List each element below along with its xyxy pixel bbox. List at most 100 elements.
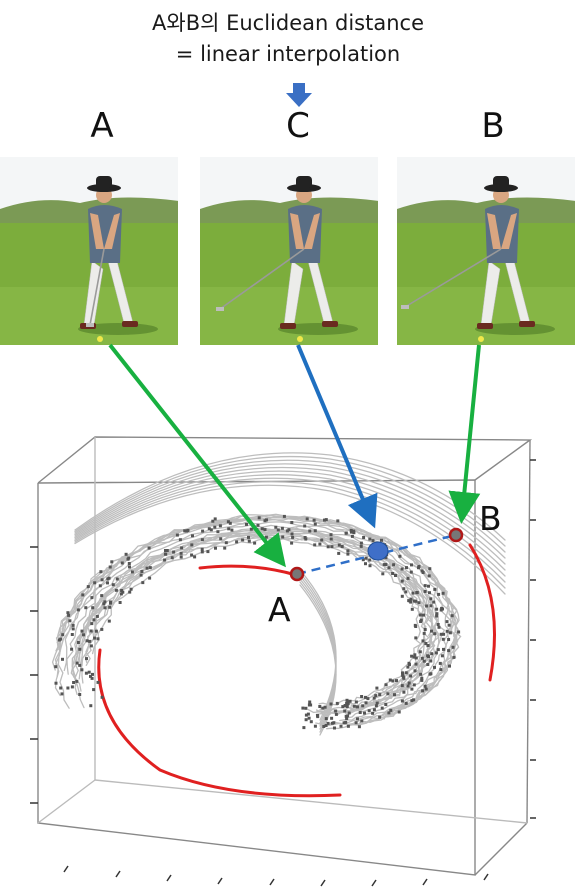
sample-dot <box>120 561 124 565</box>
sample-dot <box>410 699 414 703</box>
sample-dot <box>70 685 74 689</box>
sample-dot <box>422 659 426 663</box>
sample-dot <box>76 608 80 612</box>
sample-dot <box>80 668 84 672</box>
sample-dot <box>398 554 402 558</box>
sample-dot <box>447 649 451 653</box>
sample-dot <box>424 642 428 645</box>
sample-dot <box>313 543 317 547</box>
sample-dot <box>345 705 349 708</box>
sample-dot <box>339 724 343 728</box>
sample-dot <box>402 690 406 694</box>
sample-dot <box>428 567 432 571</box>
sample-dot <box>70 647 74 651</box>
sample-dot <box>78 663 82 667</box>
sample-dot <box>346 549 350 553</box>
sample-dot <box>417 601 421 605</box>
sample-dot <box>400 684 404 688</box>
sample-dot <box>335 701 339 705</box>
sample-dot <box>179 551 183 555</box>
sample-dot <box>445 629 449 633</box>
sample-dot <box>430 629 433 633</box>
sample-dot <box>100 578 104 582</box>
sample-dot <box>388 678 392 682</box>
sample-dot <box>343 709 347 713</box>
sample-dot <box>393 693 396 697</box>
sample-dot <box>253 541 257 545</box>
sample-dot <box>111 583 115 587</box>
sample-dot <box>420 676 424 680</box>
sample-dot <box>85 657 88 661</box>
caption-line-1: A와B의 Euclidean distance <box>152 11 424 35</box>
sample-dot <box>354 721 358 725</box>
sample-dot <box>139 573 143 577</box>
sample-dot <box>357 725 361 729</box>
sample-dot <box>309 720 313 724</box>
sample-dot <box>90 622 94 626</box>
sample-dot <box>411 591 415 595</box>
sample-dot <box>95 614 99 618</box>
sample-dot <box>128 590 132 594</box>
sample-dot <box>313 522 317 526</box>
sample-dot <box>391 572 395 575</box>
sample-dot <box>362 536 366 539</box>
sample-dot <box>148 566 152 570</box>
sample-dot <box>140 570 144 573</box>
sample-dot <box>382 563 386 567</box>
sample-dot <box>223 546 227 550</box>
arrow-c <box>296 344 378 529</box>
sample-dot <box>433 632 437 636</box>
sample-dot <box>437 625 441 629</box>
sample-dot <box>380 538 383 542</box>
sample-dot <box>200 538 204 542</box>
sample-dot <box>419 618 423 622</box>
sample-dot <box>68 619 72 623</box>
frame-image-c <box>200 157 378 345</box>
sample-dot <box>400 579 404 583</box>
sample-dot <box>209 528 213 532</box>
sample-dot <box>322 725 326 728</box>
sample-dot <box>127 562 131 565</box>
sample-dot <box>391 679 395 683</box>
arrow-a <box>108 343 286 568</box>
sample-dot <box>346 702 350 706</box>
sample-dot <box>227 527 231 531</box>
sample-dot <box>124 552 128 556</box>
sample-dot <box>201 529 205 533</box>
sample-dot <box>141 581 145 585</box>
sample-dot <box>128 565 131 569</box>
sample-dot <box>413 653 417 657</box>
sample-dot <box>93 581 97 585</box>
sample-dot <box>412 599 416 603</box>
sample-dot <box>307 703 311 707</box>
sample-dot <box>172 550 176 554</box>
sample-dot <box>120 589 124 592</box>
sample-dot <box>429 672 433 676</box>
sample-dot <box>395 679 398 683</box>
sample-dot <box>426 654 430 658</box>
sample-dot <box>445 620 449 624</box>
sample-dot <box>364 556 368 560</box>
sample-dot <box>423 590 427 593</box>
sample-dot <box>263 528 267 532</box>
sample-dot <box>441 637 445 641</box>
sample-dot <box>326 545 330 549</box>
sample-dot <box>216 530 220 534</box>
sample-dot <box>329 537 333 541</box>
trajectory-strand <box>63 521 451 722</box>
sample-dot <box>185 529 188 533</box>
sample-dot <box>417 566 420 570</box>
sample-dot <box>313 724 317 728</box>
sample-dot <box>426 663 430 666</box>
sample-dot <box>414 656 418 660</box>
sample-dot <box>179 555 183 559</box>
sample-dot <box>348 699 352 703</box>
sample-dot <box>349 530 353 534</box>
sample-dot <box>384 703 388 706</box>
sample-dot <box>406 665 410 669</box>
sample-dot <box>352 531 356 535</box>
sample-dot <box>91 672 94 676</box>
sample-dot <box>402 676 406 680</box>
sample-dot <box>409 600 413 604</box>
sample-dot <box>321 706 325 710</box>
